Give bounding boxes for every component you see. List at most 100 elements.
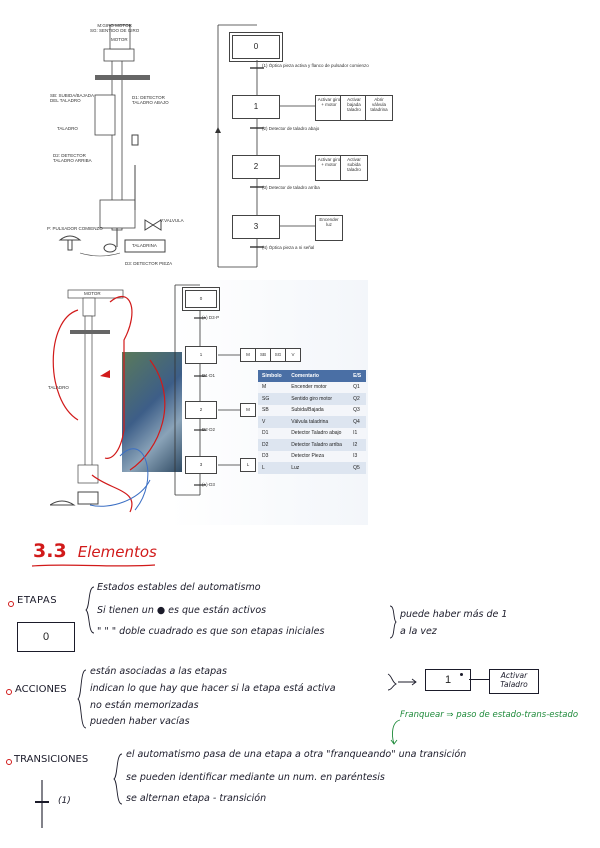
etapas-line-3: " " " doble cuadrado es que son etapas i… (97, 626, 324, 637)
etapas-label: ETAPAS (17, 595, 57, 606)
accion-step-value: 1 (445, 674, 451, 686)
grafcet-2-step-0: 0 (185, 290, 217, 308)
signals-table-row: D2Detector Taladro arribaI2 (258, 439, 366, 451)
cell-simbolo: D2 (258, 439, 287, 451)
d2-label: D2: DETECTOR TALADRO ARRIBA (53, 153, 92, 163)
section-heading: 3.3 Elementos (33, 540, 157, 562)
acciones-arrow (386, 672, 422, 692)
grafcet-1-transition-1: (1) Óptica pieza activa y flanco de puls… (262, 63, 369, 68)
transiciones-bullet (6, 759, 12, 765)
acciones-label: ACCIONES (15, 684, 67, 695)
cell-es: I3 (349, 451, 366, 463)
grafcet-2-transition-3: D2·D2 (202, 427, 215, 432)
grafcet-2-step-2: 2 (185, 401, 217, 419)
d3-label: D3: DETECTOR PIEZA (125, 261, 172, 266)
grafcet-2-step-3: 3 (185, 456, 217, 474)
etapas-line-1: Estados estables del automatismo (97, 582, 261, 593)
cell-es: I2 (349, 439, 366, 451)
g2-step1-action-1: M (240, 348, 256, 362)
col-comentario: Comentario (287, 370, 349, 382)
cell-comentario: Detector Taladro arriba (287, 439, 349, 451)
cell-simbolo: V (258, 416, 287, 428)
g2-step3-action: L (240, 458, 256, 472)
valvula-label: V:VALVULA (160, 218, 184, 223)
cell-simbolo: D3 (258, 451, 287, 463)
grafcet-1-step-3: 3 (232, 215, 280, 239)
cell-comentario: Luz (287, 462, 349, 474)
etapas-aside: puede haber más de 1 a la vez (400, 606, 507, 640)
cell-simbolo: M (258, 382, 287, 394)
cell-es: Q2 (349, 393, 366, 405)
etapas-brace (84, 585, 96, 635)
g2-step2-action: M (240, 403, 256, 417)
col-es: E/S (349, 370, 366, 382)
step1-action-3: Abrir válvula taladrina (365, 95, 393, 121)
diagram-2-panel: MOTOR TALADRO 0 1 2 3 (+) D3·P D1·D1 D2·… (50, 280, 368, 525)
cell-simbolo: SG (258, 393, 287, 405)
diagram-2-taladro-label: TALADRO (48, 385, 69, 390)
section-title: Elementos (78, 543, 157, 561)
grafcet-1-transition-4: (4) Óptica pieza a ni señal (262, 245, 314, 250)
acciones-line-3: no están memorizadas (90, 700, 199, 711)
transition-symbol (30, 778, 54, 830)
motor-label: MOTOR (111, 37, 128, 42)
transiciones-line-1: el automatismo pasa de una etapa a otra … (126, 749, 466, 760)
cell-comentario: Detector Taladro abajo (287, 428, 349, 440)
g2-step1-action-3: SG (270, 348, 286, 362)
section-number: 3.3 (33, 540, 67, 562)
cell-simbolo: L (258, 462, 287, 474)
cell-comentario: Sentido giro motor (287, 393, 349, 405)
cell-es: Q4 (349, 416, 366, 428)
cell-es: Q3 (349, 405, 366, 417)
accion-connector (469, 679, 489, 680)
etapa-example-box: 0 (17, 622, 75, 652)
cell-es: Q1 (349, 382, 366, 394)
franquear-arrow (388, 716, 402, 746)
taladrina-label: TALADRINA (132, 243, 157, 248)
transition-symbol-label: (1) (58, 796, 71, 806)
step2-action-2: Activar subida taladro (340, 155, 368, 181)
etapas-line-2: Si tienen un ● es que están activos (97, 605, 266, 616)
acciones-line-2: indican lo que hay que hacer si la etapa… (90, 683, 336, 694)
cell-comentario: Encender motor (287, 382, 349, 394)
acciones-line-4: pueden haber vacías (90, 716, 190, 727)
accion-step-box: 1 (425, 669, 471, 691)
taladro-label: TALADRO (57, 126, 78, 131)
step2-action-1: Activar giro + motor (315, 155, 343, 181)
grafcet-2-step-1: 1 (185, 346, 217, 364)
diagram-2-motor-label: MOTOR (84, 291, 101, 296)
transiciones-label: TRANSICIONES (14, 754, 88, 765)
etapas-aside-brace (388, 604, 398, 640)
acciones-line-1: están asociadas a las etapas (90, 666, 227, 677)
transiciones-line-2: se pueden identificar mediante un num. e… (126, 772, 385, 783)
col-simbolo: Símbolo (258, 370, 287, 382)
cell-es: I1 (349, 428, 366, 440)
etapa-example-value: 0 (43, 631, 49, 643)
heading-underline (30, 562, 160, 570)
grafcet-2-transition-4: (+)·D3 (202, 482, 215, 487)
diagram-1-panel: MOTOR M:GIRO MOTOR SG: SENTIDO DE GIRO S… (50, 15, 410, 277)
step1-action-1: Activar giro + motor (315, 95, 343, 121)
grafcet-2-transition-1: (+) D3·P (202, 315, 219, 320)
grafcet-1-step-2: 2 (232, 155, 280, 179)
acciones-bullet (6, 689, 12, 695)
cell-comentario: Detector Pieza (287, 451, 349, 463)
step1-action-2: Activar bajada taladro (340, 95, 368, 121)
motor-caption: M:GIRO MOTOR SG: SENTIDO DE GIRO (90, 23, 139, 33)
cell-es: Q5 (349, 462, 366, 474)
grafcet-1-step-1: 1 (232, 95, 280, 119)
g2-step1-action-2: SB (255, 348, 271, 362)
grafcet-1-transition-2: (2) Detector de taladro abajo (262, 126, 319, 131)
transiciones-line-3: se alternan etapa - transición (126, 793, 266, 804)
d1-label: D1: DETECTOR TALADRO ABAJO (132, 95, 169, 105)
accion-text-box: Activar Taladro (489, 669, 539, 694)
transiciones-brace (112, 752, 124, 806)
